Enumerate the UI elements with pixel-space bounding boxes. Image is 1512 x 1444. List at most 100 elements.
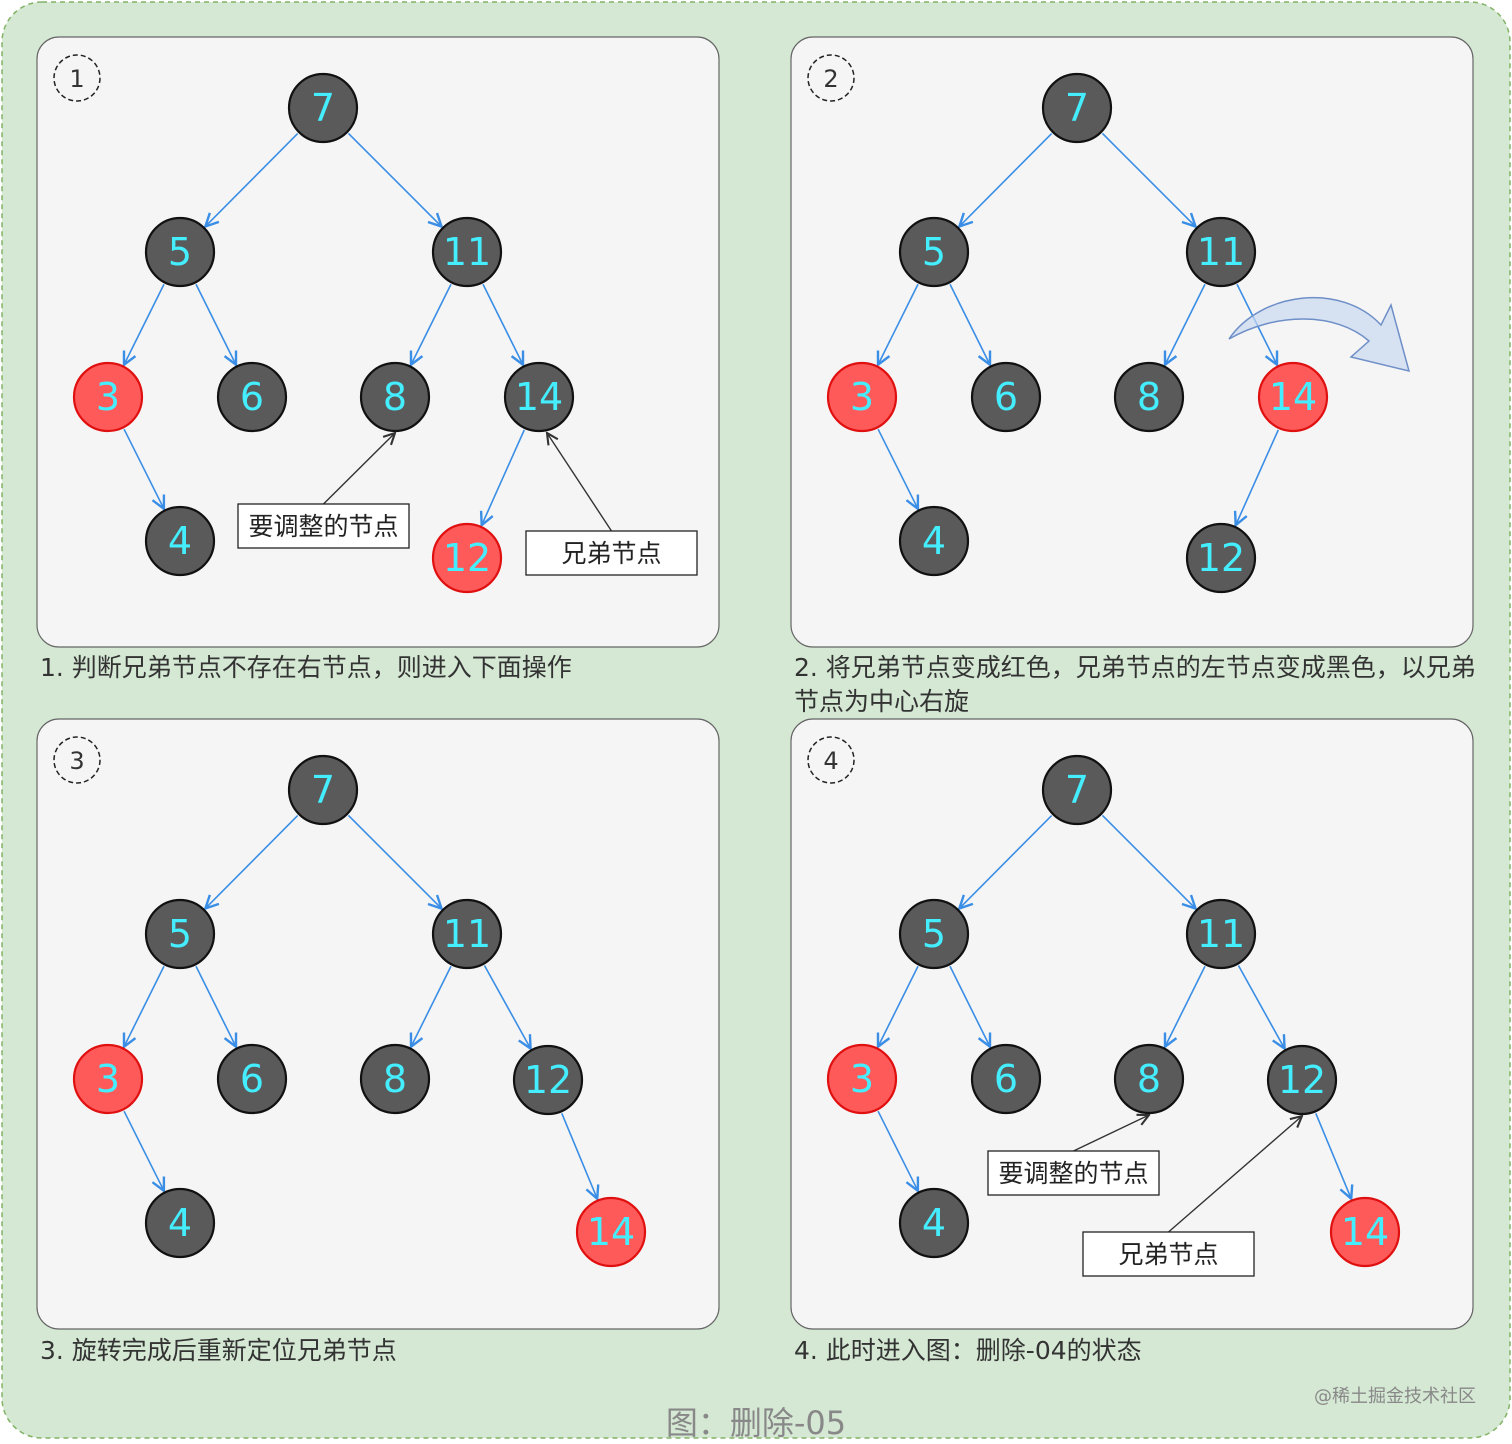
- edge-11-14: [482, 283, 523, 365]
- node-5: 5: [898, 216, 970, 288]
- caption-2: 2. 将兄弟节点变成红色，兄弟节点的左节点变成黑色，以兄弟节点为中心右旋: [794, 653, 1476, 716]
- note-arrow: [323, 433, 396, 505]
- edge-7-11: [347, 814, 441, 908]
- node-circle: [1185, 898, 1257, 970]
- edge-5-6: [195, 283, 236, 365]
- edge-7-5: [205, 132, 299, 227]
- edge-11-12: [1237, 965, 1284, 1048]
- step-badge: [53, 736, 101, 784]
- node-circle: [1113, 361, 1185, 433]
- node-label: 12: [524, 1058, 572, 1102]
- node-label: 12: [443, 536, 491, 580]
- caption-1: 1. 判断兄弟节点不存在右节点，则进入下面操作: [40, 653, 572, 682]
- node-6: 6: [970, 361, 1042, 433]
- note-arrow: [1168, 1116, 1303, 1233]
- node-label: 5: [168, 230, 192, 274]
- node-circle: [1041, 72, 1113, 144]
- node-4: 4: [144, 1187, 216, 1259]
- node-12: 12: [1266, 1044, 1338, 1116]
- node-label: 6: [994, 375, 1018, 419]
- rotate-right-arrow-icon: [1228, 297, 1411, 373]
- edge-7-11: [347, 132, 441, 226]
- node-3: 3: [72, 361, 144, 433]
- node-11: 11: [1185, 216, 1257, 288]
- node-circle: [216, 1043, 288, 1115]
- caption-4: 4. 此时进入图：删除-04的状态: [794, 1336, 1142, 1365]
- node-5: 5: [898, 898, 970, 970]
- node-circle: [216, 361, 288, 433]
- node-circle: [898, 1187, 970, 1259]
- step-number: 2: [823, 65, 838, 93]
- node-circle: [1041, 754, 1113, 826]
- panel-frame: [790, 718, 1474, 1330]
- node-circle: [72, 1043, 144, 1115]
- node-circle: [970, 361, 1042, 433]
- node-11: 11: [431, 898, 503, 970]
- note-box: [525, 530, 698, 576]
- node-circle: [287, 72, 359, 144]
- node-label: 8: [383, 375, 407, 419]
- panel-frame: [36, 718, 720, 1330]
- node-circle: [575, 1196, 647, 1268]
- panel-frame: [790, 36, 1474, 648]
- node-circle: [72, 361, 144, 433]
- node-label: 12: [1278, 1058, 1326, 1102]
- node-7: 7: [287, 754, 359, 826]
- note-sibling: 兄弟节点: [525, 433, 698, 576]
- edge-14-12: [1236, 429, 1280, 525]
- caption-3: 3. 旋转完成后重新定位兄弟节点: [40, 1336, 397, 1365]
- node-4: 4: [898, 1187, 970, 1259]
- node-5: 5: [144, 216, 216, 288]
- node-label: 3: [850, 1057, 874, 1101]
- node-circle: [1329, 1196, 1401, 1268]
- node-label: 11: [443, 230, 491, 274]
- node-4: 4: [898, 505, 970, 577]
- node-label: 14: [515, 375, 563, 419]
- node-circle: [359, 1043, 431, 1115]
- edge-12-14: [561, 1112, 597, 1198]
- node-4: 4: [144, 505, 216, 577]
- node-circle: [144, 898, 216, 970]
- node-label: 14: [587, 1210, 635, 1254]
- node-3: 3: [826, 361, 898, 433]
- node-14: 14: [1329, 1196, 1401, 1268]
- node-circle: [144, 505, 216, 577]
- node-label: 6: [994, 1057, 1018, 1101]
- node-label: 7: [311, 768, 335, 812]
- node-12: 12: [512, 1044, 584, 1116]
- node-7: 7: [1041, 754, 1113, 826]
- node-label: 7: [311, 86, 335, 130]
- edge-7-5: [959, 814, 1053, 909]
- node-label: 3: [96, 1057, 120, 1101]
- note-text: 兄弟节点: [561, 539, 661, 568]
- step-badge: [53, 54, 101, 102]
- edge-3-4: [877, 428, 918, 509]
- node-circle: [826, 361, 898, 433]
- node-3: 3: [826, 1043, 898, 1115]
- node-circle: [826, 1043, 898, 1115]
- node-circle: [898, 505, 970, 577]
- edge-12-14: [1315, 1112, 1351, 1198]
- node-label: 5: [168, 912, 192, 956]
- node-label: 4: [922, 1201, 946, 1245]
- node-label: 3: [850, 375, 874, 419]
- node-6: 6: [216, 1043, 288, 1115]
- node-circle: [144, 1187, 216, 1259]
- node-circle: [898, 216, 970, 288]
- step-number: 1: [69, 65, 84, 93]
- node-label: 11: [1197, 912, 1245, 956]
- node-circle: [287, 754, 359, 826]
- node-circle: [431, 898, 503, 970]
- node-circle: [1113, 1043, 1185, 1115]
- node-circle: [898, 898, 970, 970]
- node-label: 4: [168, 519, 192, 563]
- node-6: 6: [216, 361, 288, 433]
- watermark: @稀土掘金技术社区: [1314, 1386, 1476, 1407]
- node-14: 14: [503, 361, 575, 433]
- node-circle: [503, 361, 575, 433]
- node-label: 11: [1197, 230, 1245, 274]
- node-label: 7: [1065, 768, 1089, 812]
- note-arrow: [547, 433, 613, 532]
